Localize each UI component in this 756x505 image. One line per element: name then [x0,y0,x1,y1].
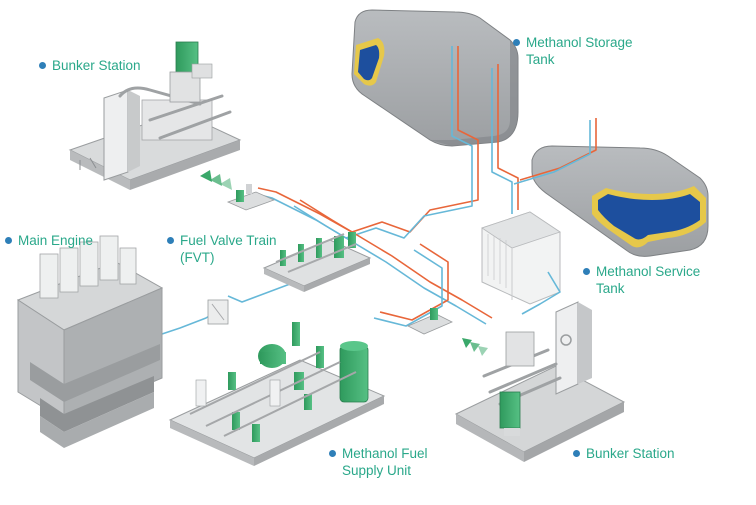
methanol-fuel-supply-unit [168,322,386,466]
label-fuel-valve-train: Fuel Valve Train (FVT) [167,232,277,266]
engine-connection-skid [207,299,229,325]
label-dot [583,268,590,275]
tank-pump-cabinet [481,211,561,305]
fuel-valve-train [262,232,372,292]
label-dot [329,450,336,457]
label-bunker-station-top: Bunker Station [39,57,141,74]
label-methanol-service-tank: Methanol Service Tank [583,263,700,297]
methanol-storage-tank [351,9,519,147]
label-dot [513,39,520,46]
methanol-service-tank [531,145,709,257]
label-dot [573,450,580,457]
label-dot [39,62,46,69]
label-bunker-station-bottom: Bunker Station [573,445,675,462]
valve-skid-bottom [407,308,453,335]
label-main-engine: Main Engine [5,232,93,249]
label-dot [167,237,174,244]
bunker-station-top [68,41,242,190]
label-methanol-fuel-supply-unit: Methanol Fuel Supply Unit [329,445,428,479]
valve-skid-small [226,184,276,211]
bunker-station-bottom [454,301,626,462]
label-dot [5,237,12,244]
flow-arrows-to-bunker-top [200,170,232,190]
label-methanol-storage-tank: Methanol Storage Tank [513,34,633,68]
main-engine [16,235,164,448]
flow-arrows-to-bunker-bottom [462,338,488,356]
